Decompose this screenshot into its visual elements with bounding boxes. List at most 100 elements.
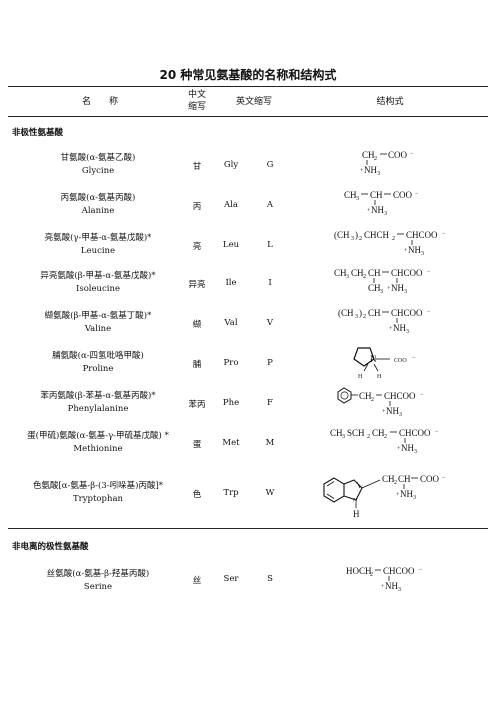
svg-text:CH: CH <box>372 428 385 438</box>
svg-text:3: 3 <box>414 449 417 455</box>
svg-text:3: 3 <box>342 434 345 440</box>
svg-text:NH: NH <box>391 283 404 293</box>
name-en: Leucine <box>80 246 116 256</box>
svg-text:CHCOO: CHCOO <box>384 391 416 401</box>
name-cn: 亮氨酸(γ-甲基-α-氨基戊酸)* <box>44 233 152 243</box>
svg-text:CH: CH <box>368 308 381 318</box>
svg-text:H: H <box>377 374 382 380</box>
svg-text:3: 3 <box>398 587 401 592</box>
svg-text:2: 2 <box>392 236 395 242</box>
svg-text:COO: COO <box>394 358 407 364</box>
one-letter-abbr: F <box>267 398 273 408</box>
svg-text:3: 3 <box>404 289 407 295</box>
svg-text:NH: NH <box>401 443 414 453</box>
svg-text:2: 2 <box>371 397 374 403</box>
header-name: 名 称 <box>81 97 118 107</box>
svg-text:2: 2 <box>359 236 362 242</box>
svg-text:3: 3 <box>384 211 387 216</box>
name-en: Isoleucine <box>75 284 121 294</box>
three-letter-abbr: Ser <box>223 574 239 584</box>
name-en: Phenylalanine <box>67 404 129 414</box>
name-en: Alanine <box>81 206 115 216</box>
svg-text:+: + <box>389 326 393 332</box>
svg-text:NH: NH <box>400 489 413 499</box>
header-chinese-abbr-line2: 缩写 <box>187 102 206 112</box>
svg-text:N: N <box>370 354 377 364</box>
svg-text:2: 2 <box>367 434 370 440</box>
svg-text:CH: CH <box>344 190 357 200</box>
svg-text:3: 3 <box>421 251 424 256</box>
svg-text:2: 2 <box>374 156 377 162</box>
svg-text:3: 3 <box>355 314 358 320</box>
header-structure: 结构式 <box>376 97 404 107</box>
name-en: Tryptophan <box>73 494 123 504</box>
svg-text:−: − <box>435 429 439 435</box>
amino-acid-name: 蛋(甲硫)氨酸(α-氨基-γ-甲硫基戊酸) * Methionine <box>0 430 196 456</box>
svg-text:): ) <box>355 230 358 240</box>
name-en: Proline <box>82 364 114 374</box>
svg-text:NH: NH <box>385 581 398 591</box>
svg-text:−: − <box>420 392 424 398</box>
amino-acid-name: 色氨酸[α-氨基-β-(3-吲哚基)丙酸]* Tryptophan <box>0 480 196 506</box>
three-letter-abbr: Gly <box>223 160 239 170</box>
one-letter-abbr: G <box>266 160 274 170</box>
name-cn: 脯氨酸(α-四氢吡咯甲酸) <box>52 351 144 361</box>
svg-text:2: 2 <box>394 480 397 486</box>
name-cn: 甘氨酸(α-氨基乙酸) <box>60 153 136 163</box>
name-en: Serine <box>83 582 113 592</box>
svg-text:CH: CH <box>368 283 381 293</box>
three-letter-abbr: Ala <box>224 200 238 210</box>
amino-acid-name: 缬氨酸(β-甲基-α-氨基丁酸)* Valine <box>0 310 196 336</box>
svg-text:CH: CH <box>330 428 343 438</box>
svg-text:COO: COO <box>420 474 440 484</box>
svg-text:+: + <box>360 168 364 174</box>
chinese-abbr: 丝 <box>192 576 202 586</box>
one-letter-abbr: A <box>266 200 274 210</box>
structural-formula: + N H H COO− <box>353 347 416 380</box>
svg-text:NH: NH <box>386 406 399 416</box>
name-cn: 丙氨酸(α-氨基丙酸) <box>60 193 136 203</box>
svg-text:+: + <box>370 358 374 364</box>
one-letter-abbr: L <box>267 240 273 250</box>
amino-acid-name: 亮氨酸(γ-甲基-α-氨基戊酸)* Leucine <box>0 232 196 258</box>
svg-text:CHCOO: CHCOO <box>391 308 423 318</box>
svg-text:COO: COO <box>393 190 413 200</box>
svg-text:+: + <box>367 208 371 214</box>
one-letter-abbr: S <box>267 574 273 584</box>
chinese-abbr: 缬 <box>192 320 202 330</box>
svg-text:(CH: (CH <box>338 308 354 318</box>
svg-text:3: 3 <box>380 289 383 295</box>
page-title: 20 种常见氨基酸的名称和结构式 <box>159 68 337 82</box>
svg-text:NH: NH <box>408 245 421 255</box>
section-title-nonpolar: 非极性氨基酸 <box>12 128 64 138</box>
svg-text:CH: CH <box>370 190 383 200</box>
three-letter-abbr: Ile <box>225 278 237 288</box>
name-cn: 苯丙氨酸(β-苯基-α-氨基丙酸)* <box>40 391 156 401</box>
svg-text:): ) <box>359 308 362 318</box>
svg-text:SCH: SCH <box>347 428 365 438</box>
name-cn: 异亮氨酸(β-甲基-α-氨基戊酸)* <box>40 271 156 281</box>
name-cn: 色氨酸[α-氨基-β-(3-吲哚基)丙酸]* <box>32 481 164 491</box>
svg-text:+: + <box>381 584 385 590</box>
name-cn: 缬氨酸(β-甲基-α-氨基丁酸)* <box>44 311 152 321</box>
header-chinese-abbr: 中文 缩写 <box>184 89 210 113</box>
one-letter-abbr: W <box>265 488 275 498</box>
svg-text:NH: NH <box>364 165 377 175</box>
chinese-abbr: 色 <box>192 490 202 500</box>
svg-text:H: H <box>358 374 363 380</box>
svg-text:3: 3 <box>399 412 402 416</box>
svg-text:−: − <box>427 269 431 275</box>
structure-proline: + N H H COO− <box>350 344 450 384</box>
svg-text:H: H <box>353 509 360 519</box>
chinese-abbr: 异亮 <box>188 280 206 290</box>
